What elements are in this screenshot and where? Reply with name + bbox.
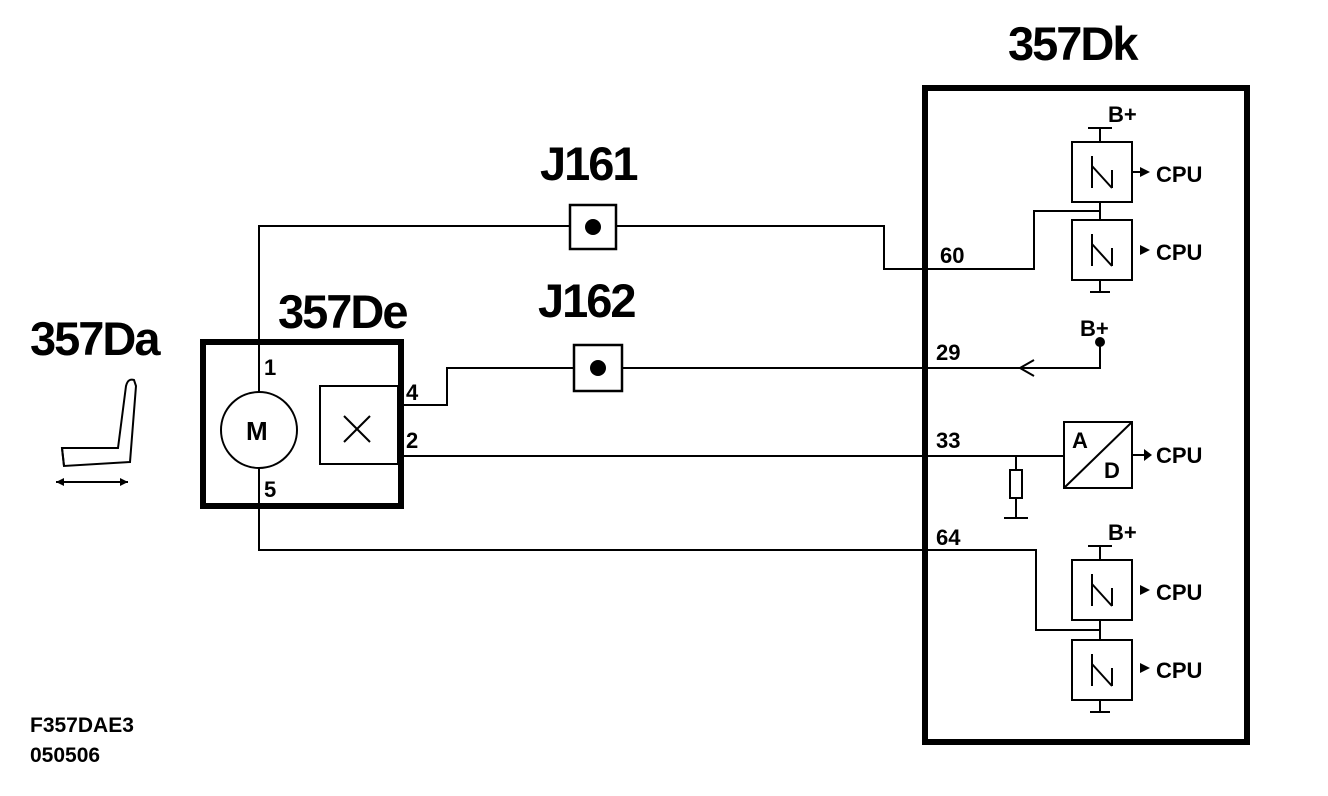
seat-icon <box>56 378 138 486</box>
supply-node-29 <box>1095 337 1105 347</box>
connector-j161 <box>568 203 618 251</box>
pin-4-label: 4 <box>406 380 419 405</box>
resistor-symbol <box>1004 456 1028 519</box>
ad-converter: A D <box>1063 421 1133 489</box>
control-unit-frame <box>922 85 1250 745</box>
wire-pin5-to-64 <box>258 468 1100 631</box>
pin-1-label: 1 <box>264 355 276 380</box>
supply-label-lower: B+ <box>1108 520 1137 545</box>
pin-64-label: 64 <box>936 525 961 550</box>
connector-j161-label: J161 <box>540 137 637 190</box>
cpu-label-upper-low: CPU <box>1156 240 1202 265</box>
supply-label-upper: B+ <box>1108 102 1137 127</box>
arrow-29 <box>1017 359 1035 377</box>
pin-33-label: 33 <box>936 428 960 453</box>
control-unit-label: 357Dk <box>1008 17 1139 70</box>
motor-module-frame <box>200 339 404 509</box>
cpu-label-lower-high: CPU <box>1156 580 1202 605</box>
pin-29-label: 29 <box>936 340 960 365</box>
adc-a-label: A <box>1072 428 1088 453</box>
wire-pin4-to-29 <box>398 342 1101 406</box>
pin-5-label: 5 <box>264 477 276 502</box>
pin-60-label: 60 <box>940 243 964 268</box>
position-sensor <box>319 385 399 465</box>
figure-code: F357DAE3 <box>30 714 134 737</box>
connector-j162-label: J162 <box>538 274 635 327</box>
pin-2-label: 2 <box>406 428 418 453</box>
seat-label: 357Da <box>30 312 161 365</box>
motor-letter: M <box>246 416 268 446</box>
adc-d-label: D <box>1104 458 1120 483</box>
cpu-label-upper-high: CPU <box>1156 162 1202 187</box>
wire-pin1-to-60 <box>258 210 1100 392</box>
connector-j162 <box>572 343 624 393</box>
cpu-label-lower-low: CPU <box>1156 658 1202 683</box>
supply-label-29: B+ <box>1080 316 1109 341</box>
upper-half-bridge <box>1071 127 1150 293</box>
motor-module-label: 357De <box>278 285 407 338</box>
motor-symbol: M <box>220 391 298 469</box>
cpu-label-adc: CPU <box>1156 443 1202 468</box>
lower-half-bridge <box>1071 545 1150 713</box>
figure-date: 050506 <box>30 744 100 767</box>
adc-output-arrow <box>1132 449 1152 461</box>
